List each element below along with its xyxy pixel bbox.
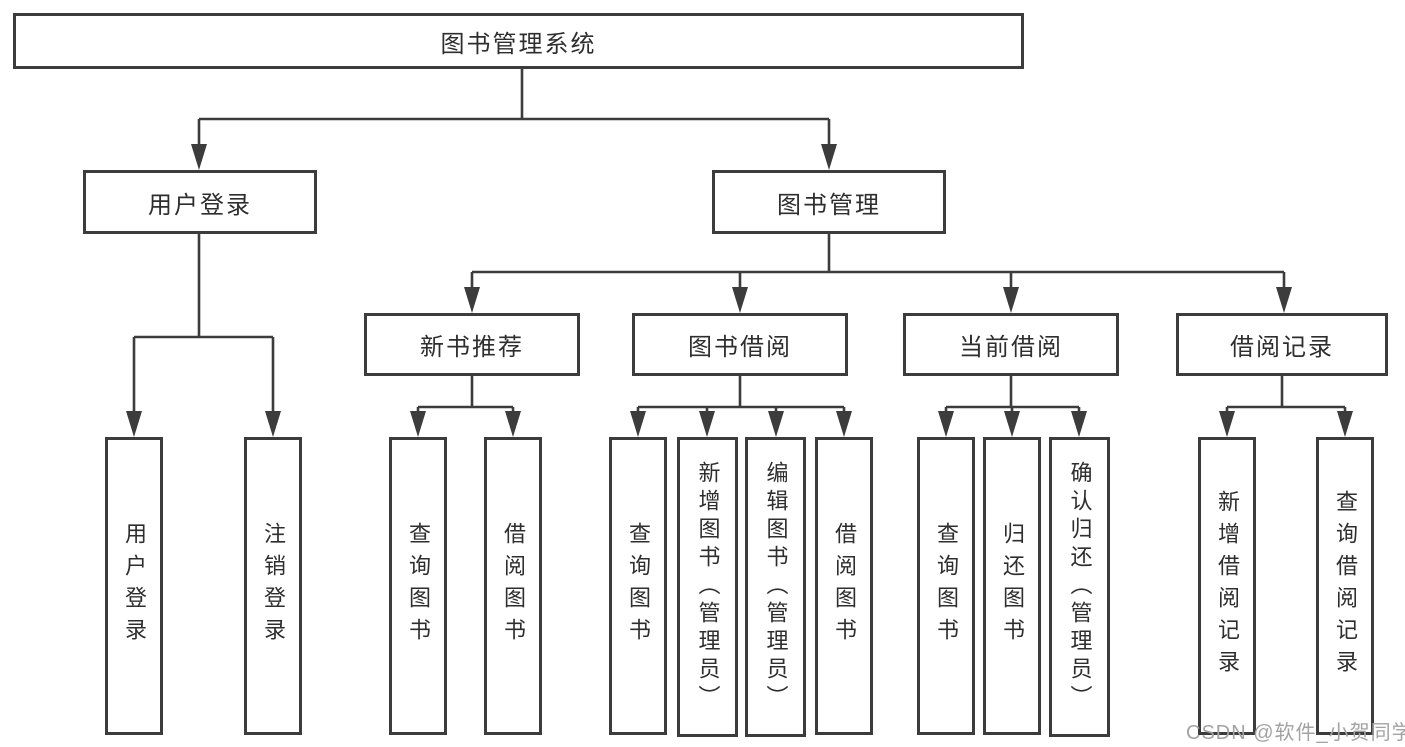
leaf-borrow-books-recommend: 借阅图书 bbox=[484, 437, 542, 735]
node-label: 新增图书（管理员） bbox=[695, 461, 721, 713]
node-label: 归还图书 bbox=[1000, 522, 1025, 650]
node-current-borrow: 当前借阅 bbox=[903, 313, 1119, 376]
node-book-borrow: 图书借阅 bbox=[632, 313, 848, 376]
node-label: 注销登录 bbox=[261, 522, 286, 650]
node-label: 查询借阅记录 bbox=[1333, 490, 1358, 682]
node-label: 当前借阅 bbox=[959, 334, 1063, 361]
node-label: 用户登录 bbox=[122, 522, 147, 650]
node-label: 确认归还（管理员） bbox=[1067, 461, 1093, 713]
node-library-system: 图书管理系统 bbox=[13, 13, 1024, 69]
leaf-edit-books-admin: 编辑图书（管理员） bbox=[745, 437, 806, 737]
leaf-query-books-current: 查询图书 bbox=[917, 437, 975, 735]
leaf-borrow-books: 借阅图书 bbox=[815, 437, 873, 735]
node-label: 借阅图书 bbox=[501, 522, 526, 650]
node-label: 查询图书 bbox=[406, 522, 431, 650]
node-label: 新增借阅记录 bbox=[1215, 490, 1240, 682]
leaf-query-books-recommend: 查询图书 bbox=[389, 437, 447, 735]
leaf-add-borrow-record: 新增借阅记录 bbox=[1198, 437, 1256, 735]
watermark: CSDN @软件_小贺同学 bbox=[1186, 722, 1405, 744]
leaf-user-login: 用户登录 bbox=[105, 437, 163, 735]
leaf-add-books-admin: 新增图书（管理员） bbox=[677, 437, 738, 737]
node-new-book-recommend: 新书推荐 bbox=[364, 313, 580, 376]
node-label: 图书借阅 bbox=[688, 334, 792, 361]
arrowhead-icons bbox=[126, 144, 1353, 437]
node-book-management: 图书管理 bbox=[712, 170, 946, 234]
node-label: 新书推荐 bbox=[420, 334, 524, 361]
node-label: 图书管理系统 bbox=[440, 30, 597, 58]
leaf-query-borrow-record: 查询借阅记录 bbox=[1316, 437, 1374, 735]
leaf-return-books: 归还图书 bbox=[983, 437, 1041, 735]
node-label: 图书管理 bbox=[777, 191, 881, 219]
node-label: 查询图书 bbox=[626, 522, 651, 650]
node-label: 用户登录 bbox=[148, 191, 252, 219]
leaf-logout: 注销登录 bbox=[244, 437, 302, 735]
node-user-login: 用户登录 bbox=[83, 170, 317, 234]
leaf-query-books-borrow: 查询图书 bbox=[609, 437, 667, 735]
node-label: 编辑图书（管理员） bbox=[763, 461, 789, 713]
node-label: 借阅图书 bbox=[832, 522, 857, 650]
node-borrow-records: 借阅记录 bbox=[1176, 313, 1388, 376]
leaf-confirm-return-admin: 确认归还（管理员） bbox=[1049, 437, 1110, 737]
node-label: 借阅记录 bbox=[1230, 334, 1334, 361]
node-label: 查询图书 bbox=[934, 522, 959, 650]
